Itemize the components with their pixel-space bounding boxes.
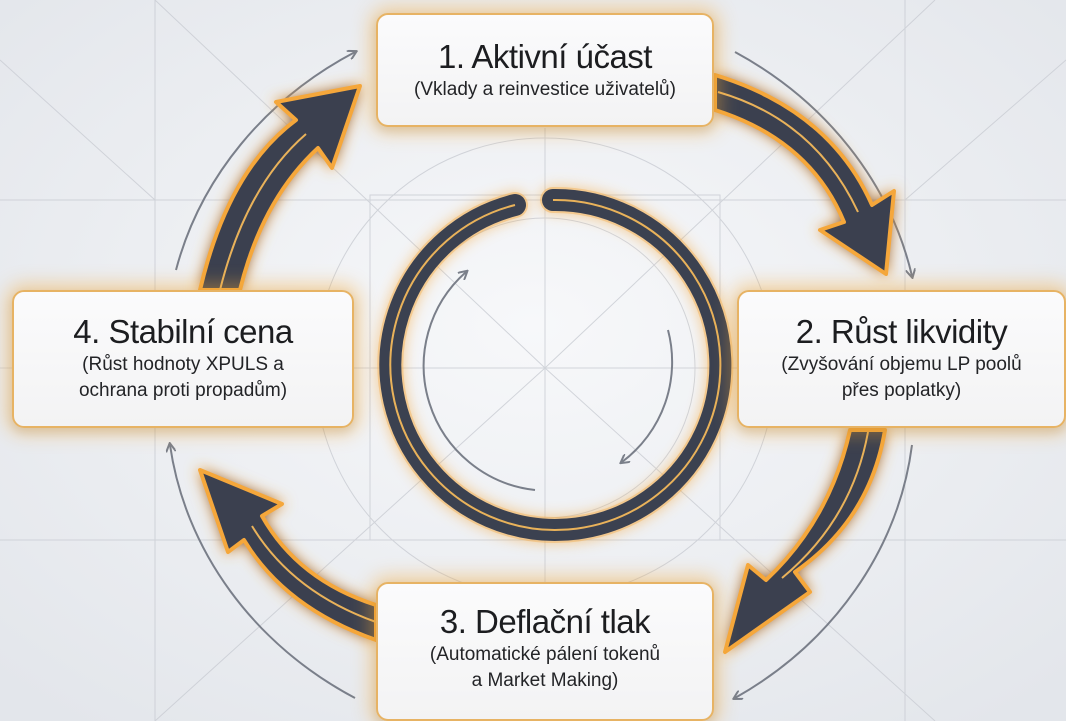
stage-description: (Vklady a reinvestice uživatelů) [414,79,676,100]
big-arrow-3-to-4 [198,468,378,642]
stage-title: 1. Aktivní účast [438,38,652,75]
stage-title: 3. Deflační tlak [439,603,651,640]
stage-title: 2. Růst likvidity [795,313,1008,350]
stage-description: ochrana proti propadům) [78,380,288,401]
thin-arrow-4-to-1 [175,52,355,271]
thin-arrow-3-to-4 [170,445,356,699]
stage-box-3: 3. Deflační tlak (Automatické pálení tok… [376,582,714,721]
stage-description: (Zvyšování objemu LP poolů [781,354,1022,375]
inner-arrow-left [422,272,536,491]
stage-description: a Market Making) [471,670,619,691]
big-arrow-2-to-3 [723,428,887,654]
thin-arrow-1-to-2 [734,51,912,276]
thin-arrow-2-to-3 [735,444,913,698]
stage-box-2: 2. Růst likvidity (Zvyšování objemu LP p… [737,290,1066,428]
central-ring [377,186,734,543]
stage-description: přes poplatky) [841,380,962,401]
stage-box-1: 1. Aktivní účast (Vklady a reinvestice u… [376,13,714,127]
big-arrow-1-to-2 [713,73,896,276]
stage-title: 4. Stabilní cena [73,313,293,350]
big-arrow-4-to-1 [198,84,362,292]
stage-description: (Růst hodnoty XPULS a [82,354,284,375]
stage-box-4: 4. Stabilní cena (Růst hodnoty XPULS a o… [12,290,354,428]
inner-arrow-right [622,329,674,462]
stage-description: (Automatické pálení tokenů [429,644,661,665]
inner-thin-arrows [422,272,674,491]
outer-thin-arrows [170,52,912,698]
